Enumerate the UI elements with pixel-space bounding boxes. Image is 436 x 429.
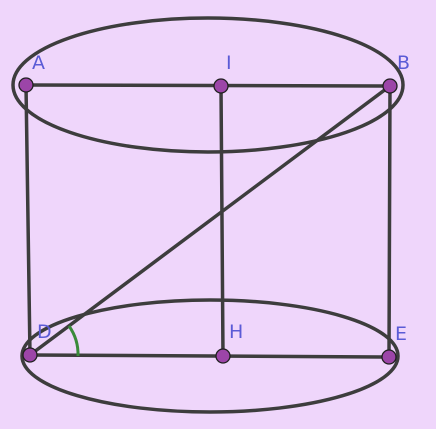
label-B: B: [397, 52, 410, 74]
point-H[interactable]: [215, 348, 231, 364]
point-E[interactable]: [381, 349, 397, 365]
label-A: A: [32, 52, 45, 74]
segment-DB: [28, 84, 392, 357]
label-I: I: [226, 52, 232, 74]
angle-mark-D: [67, 325, 80, 357]
segment-IH: [219, 84, 225, 358]
bottom-base-ellipse: [20, 298, 400, 414]
segment-BE: [387, 84, 392, 359]
segment-AD: [24, 83, 32, 357]
segment-AB: [24, 83, 392, 88]
point-A[interactable]: [18, 77, 34, 93]
point-B[interactable]: [382, 78, 398, 94]
label-H: H: [229, 321, 243, 343]
label-E: E: [395, 323, 407, 345]
top-base-ellipse: [11, 16, 405, 154]
point-I[interactable]: [213, 78, 229, 94]
segment-DE: [28, 353, 391, 359]
point-D[interactable]: [22, 347, 38, 363]
label-D: D: [37, 321, 52, 343]
